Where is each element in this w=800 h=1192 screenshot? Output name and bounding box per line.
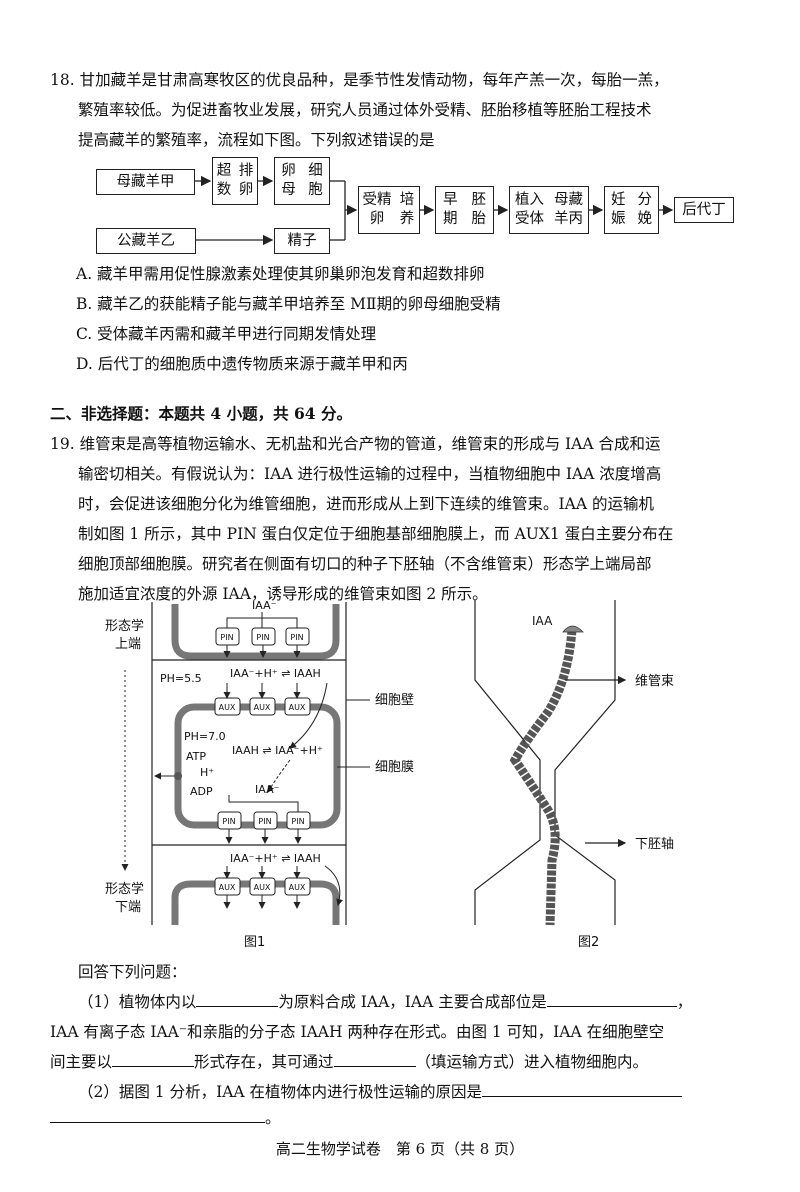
q19-line2: 输密切相关。有假说认为：IAA 进行极性运输的过程中，当植物细胞中 IAA 浓度… — [78, 465, 662, 483]
flow-pregnancy-box: 妊娠分娩 — [604, 186, 659, 234]
top-cell-wall — [171, 604, 340, 660]
flow-mother-box: 母藏羊甲 — [96, 169, 195, 195]
pin-label: PIN — [220, 633, 233, 642]
cell-membrane-label: 细胞膜 — [375, 760, 414, 775]
top-end-label: 上端 — [115, 637, 141, 652]
q19-line4: 制如图 1 所示，其中 PIN 蛋白仅定位于细胞基部细胞膜上，而 AUX1 蛋白… — [78, 525, 674, 543]
answer-intro: 回答下列问题： — [78, 963, 187, 981]
answer-blank-3[interactable] — [112, 1052, 195, 1067]
eq-out-label: IAA⁻+H⁺ ⇌ IAAH — [230, 667, 321, 680]
pin-label: PIN — [290, 633, 303, 642]
flow-offspring-box: 后代丁 — [674, 197, 734, 223]
q19-part1-line1: （1）植物体内以为原料合成 IAA，IAA 主要合成部位是， — [78, 992, 693, 1011]
hypocotyl-outline — [474, 600, 616, 925]
aux-label: AUX — [254, 883, 271, 892]
iaa-mid-label: IAA⁻ — [255, 783, 280, 796]
answer-blank-1[interactable] — [196, 992, 279, 1007]
q18-line2: 繁殖率较低。为促进畜牧业发展，研究人员通过体外受精、胚胎移植等胚胎工程技术 — [78, 101, 652, 119]
eq-bot-label: IAA⁻+H⁺ ⇌ IAAH — [230, 852, 321, 865]
flow-oocyte-box: 卵母细胞 — [274, 157, 330, 205]
q19-line3: 时，会促进该细胞分化为维管细胞，进而形成从上到下连续的维管束。IAA 的运输机 — [78, 495, 654, 513]
top-end-label: 形态学 — [105, 618, 144, 634]
pin-channel-mid-3 — [286, 811, 311, 830]
answer-blank-2[interactable] — [546, 992, 677, 1007]
flow-embryo-box: 早期胚胎 — [435, 186, 494, 234]
option-d: D. 后代丁的细胞质中遗传物质来源于藏羊甲和丙 — [76, 355, 408, 373]
aux-channel-mid-1 — [214, 697, 241, 716]
aux-channel-bot-1 — [214, 877, 241, 896]
section-heading: 二、非选择题：本题共 4 小题，共 64 分。 — [50, 404, 352, 423]
option-a: A. 藏羊甲需用促性腺激素处理使其卵巢卵泡发育和超数排卵 — [76, 265, 485, 283]
cell-wall-label: 细胞壁 — [375, 693, 414, 708]
figure-2: IAA 维管束 下胚轴 图2 — [474, 600, 674, 950]
fig2-iaa-label: IAA — [532, 614, 553, 628]
pin-label: PIN — [258, 817, 271, 826]
bottom-end-label: 形态学 — [105, 881, 144, 897]
ph-out-label: PH=5.5 — [160, 672, 202, 685]
aux-label: AUX — [254, 703, 271, 712]
pin-label: PIN — [222, 817, 235, 826]
answer-blank-6[interactable] — [50, 1108, 265, 1123]
pin-channel-mid-2 — [253, 811, 278, 830]
aux-label: AUX — [219, 883, 236, 892]
aux-label: AUX — [289, 883, 306, 892]
pin-channel-top-2 — [251, 627, 276, 646]
q19-line1: 19. 维管束是高等植物运输水、无机盐和光合产物的管道，维管束的形成与 IAA … — [50, 435, 661, 453]
atp-label: ATP — [186, 750, 206, 763]
q19-line6: 施加适宜浓度的外源 IAA，诱导形成的维管束如图 2 所示。 — [78, 585, 488, 603]
option-c: C. 受体藏羊丙需和藏羊甲进行同期发情处理 — [76, 325, 377, 343]
flow-arrows — [195, 175, 674, 246]
ph-in-label: PH=7.0 — [184, 730, 226, 743]
aux-channel-bot-2 — [249, 877, 276, 896]
aux-label: AUX — [289, 703, 306, 712]
q18-line1: 18. 甘加藏羊是甘肃高寒牧区的优良品种，是季节性发情动物，每年产羔一次，每胎一… — [50, 71, 669, 89]
vascular-bundle — [509, 629, 577, 926]
q19-line5: 细胞顶部细胞膜。研究者在侧面有切口的种子下胚轴（不含维管束）形态学上端局部 — [78, 555, 652, 573]
pin-channel-mid-1 — [217, 811, 242, 830]
flow-fertilization-box: 受精卵培养 — [358, 186, 420, 234]
q18-line3: 提高藏羊的繁殖率，流程如下图。下列叙述错误的是 — [78, 131, 435, 149]
aux-channel-mid-2 — [249, 697, 276, 716]
aux-channel-mid-3 — [284, 697, 311, 716]
q19-part2-line1: （2）据图 1 分析，IAA 在植物体内进行极性运输的原因是 — [78, 1080, 683, 1102]
q19-part1-line3: 间主要以形式存在，其可通过（填运输方式）进入植物细胞内。 — [50, 1052, 649, 1071]
proton-pump — [174, 772, 182, 780]
q19-part2-line2: 。 — [50, 1106, 281, 1128]
hplus-label: H⁺ — [200, 766, 214, 779]
pin-label: PIN — [291, 817, 304, 826]
bottom-cell-wall — [171, 880, 340, 925]
pin-channel-top-1 — [215, 627, 240, 646]
flow-superovulation-box: 超数排卵 — [212, 157, 258, 205]
middle-cell-wall — [174, 703, 341, 829]
flow-implant-box: 植入受体母藏羊丙 — [509, 186, 589, 234]
adp-label: ADP — [190, 785, 213, 798]
pin-label: PIN — [256, 633, 269, 642]
hypocotyl-label: 下胚轴 — [635, 837, 674, 852]
iaa-dot — [562, 625, 584, 633]
q19-part1-line2: IAA 有离子态 IAA⁻和亲脂的分子态 IAAH 两种存在形式。由图 1 可知… — [50, 1023, 665, 1041]
answer-blank-5[interactable] — [482, 1082, 683, 1097]
page-footer: 高二生物学试卷 第 6 页（共 8 页） — [275, 1140, 525, 1158]
aux-label: AUX — [219, 703, 236, 712]
pin-channel-top-3 — [285, 627, 310, 646]
flow-sperm-box: 精子 — [274, 228, 330, 254]
bottom-end-label: 下端 — [115, 900, 141, 915]
flow-father-box: 公藏羊乙 — [96, 228, 196, 254]
fig1-caption: 图1 — [244, 935, 265, 950]
option-b: B. 藏羊乙的获能精子能与藏羊甲培养至 MⅡ期的卵母细胞受精 — [76, 295, 501, 313]
aux-channel-bot-3 — [284, 877, 311, 896]
fig2-caption: 图2 — [578, 935, 599, 950]
eq-in-label: IAAH ⇌ IAA⁻+H⁺ — [232, 744, 323, 757]
answer-blank-4[interactable] — [333, 1052, 416, 1067]
bundle-label: 维管束 — [635, 674, 674, 689]
